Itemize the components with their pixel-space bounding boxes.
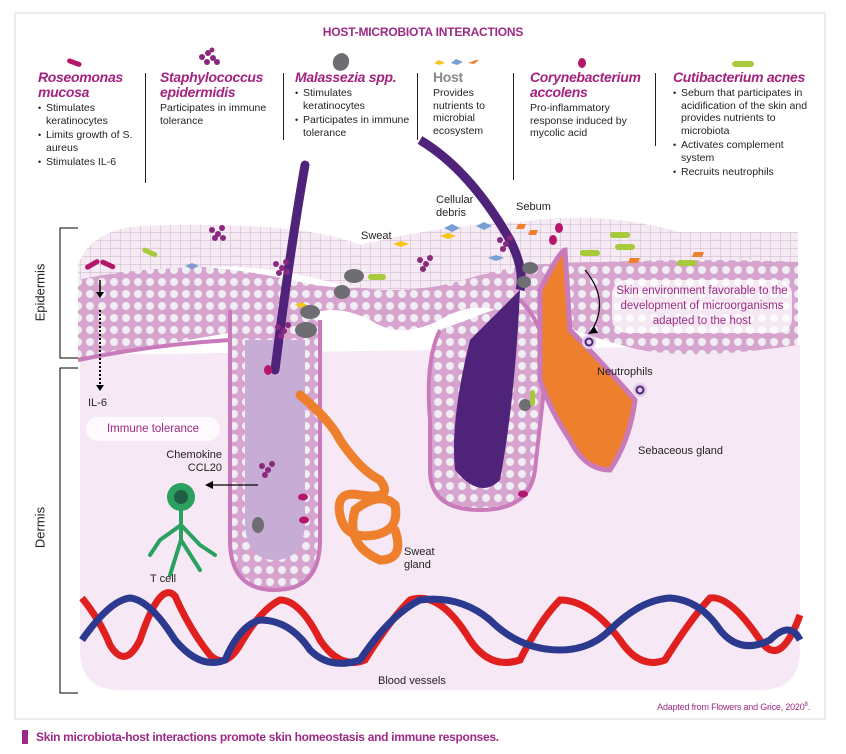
- neutrophils-label: Neutrophils: [597, 366, 653, 378]
- page-title: HOST-MICROBIOTA INTERACTIONS: [322, 25, 524, 39]
- organism-column-host: Host Provides nutrients to microbial eco…: [433, 70, 503, 137]
- sebaceous-gland: [537, 247, 638, 473]
- bullet: Limits growth of S. aureus: [38, 129, 143, 154]
- immune-tolerance-callout: Immune tolerance: [86, 417, 220, 441]
- bullet: Stimulates keratinocytes: [295, 87, 415, 112]
- organism-name: Cutibacterium acnes: [673, 69, 806, 85]
- bullet: Participates in immune tolerance: [295, 114, 415, 139]
- figure-caption: Skin microbiota-host interactions promot…: [22, 730, 499, 744]
- corynebacterium-icon: [264, 223, 563, 524]
- sweat-gland: [295, 390, 403, 565]
- bullet: Recruits neutrophils: [673, 166, 813, 179]
- sweat-gland-label: Sweat gland: [404, 546, 435, 571]
- staph-cluster-icon: [209, 225, 513, 478]
- malassezia-header-icon: [332, 53, 350, 71]
- basement-membrane: [77, 338, 231, 362]
- roseomonas-icon: [84, 259, 116, 270]
- organism-name: Malassezia spp.: [295, 69, 397, 85]
- cutibacterium-header-icon: [732, 61, 754, 67]
- neutrophil-recruit-arrow: [584, 269, 601, 331]
- organism-description: Participates in immune tolerance: [160, 102, 267, 127]
- blood-vessels-label: Blood vessels: [378, 675, 446, 687]
- epidermis-layer: [78, 245, 798, 360]
- left-hair-shaft: [270, 160, 310, 375]
- il6-label: IL-6: [88, 397, 107, 409]
- organism-column-cutibacterium: Cutibacterium acnes Sebum that participa…: [673, 70, 813, 181]
- roseomonas-header-icon: [67, 58, 82, 67]
- skin-environment-callout: Skin environment favorable to the develo…: [612, 280, 792, 333]
- organism-description: Provides nutrients to microbial ecosyste…: [433, 87, 485, 137]
- vein: [79, 594, 804, 667]
- column-divider: [145, 73, 146, 183]
- sebum-label: Sebum: [516, 201, 551, 213]
- column-divider: [417, 73, 418, 140]
- organism-description: Pro-inflammatory response induced by myc…: [530, 102, 627, 139]
- caption-marker: [22, 730, 28, 744]
- bullet: Stimulates IL-6: [38, 156, 143, 169]
- staph-header-icon: [199, 47, 220, 65]
- dermis-label: Dermis: [32, 506, 48, 549]
- host-header-icon: [434, 59, 479, 65]
- cellular-debris-label: Cellular debris: [436, 194, 474, 219]
- right-hair-root: [454, 290, 520, 488]
- bullet: Sebum that participates in acidification…: [673, 87, 813, 137]
- bullet: Stimulates keratinocytes: [38, 102, 143, 127]
- malassezia-icon: [252, 262, 538, 533]
- column-divider: [655, 73, 656, 146]
- left-hair-bulb: [245, 340, 305, 560]
- dermis-bracket: [59, 367, 78, 694]
- sweat-label: Sweat: [361, 230, 392, 242]
- cutibacterium-icon: [142, 232, 697, 406]
- organism-column-malassezia: Malassezia spp. Stimulates keratinocytes…: [295, 70, 415, 141]
- bullet: Activates complement system: [673, 139, 813, 164]
- organism-name: Host: [433, 69, 463, 85]
- epidermis-bracket: [59, 227, 78, 359]
- neutrophil-icon: [582, 335, 596, 349]
- column-divider: [513, 73, 514, 180]
- t-cell-label: T cell: [150, 573, 177, 585]
- sebaceous-gland-label: Sebaceous gland: [638, 445, 724, 457]
- t-cell-icon: [148, 483, 217, 577]
- right-hair-shaft: [417, 136, 526, 292]
- source-credit: Adapted from Flowers and Grice, 20208.: [657, 702, 810, 712]
- corynebacterium-header-icon: [578, 58, 586, 68]
- column-divider: [283, 73, 284, 140]
- epidermis-label: Epidermis: [32, 263, 48, 322]
- neutrophil-icon: [633, 383, 647, 397]
